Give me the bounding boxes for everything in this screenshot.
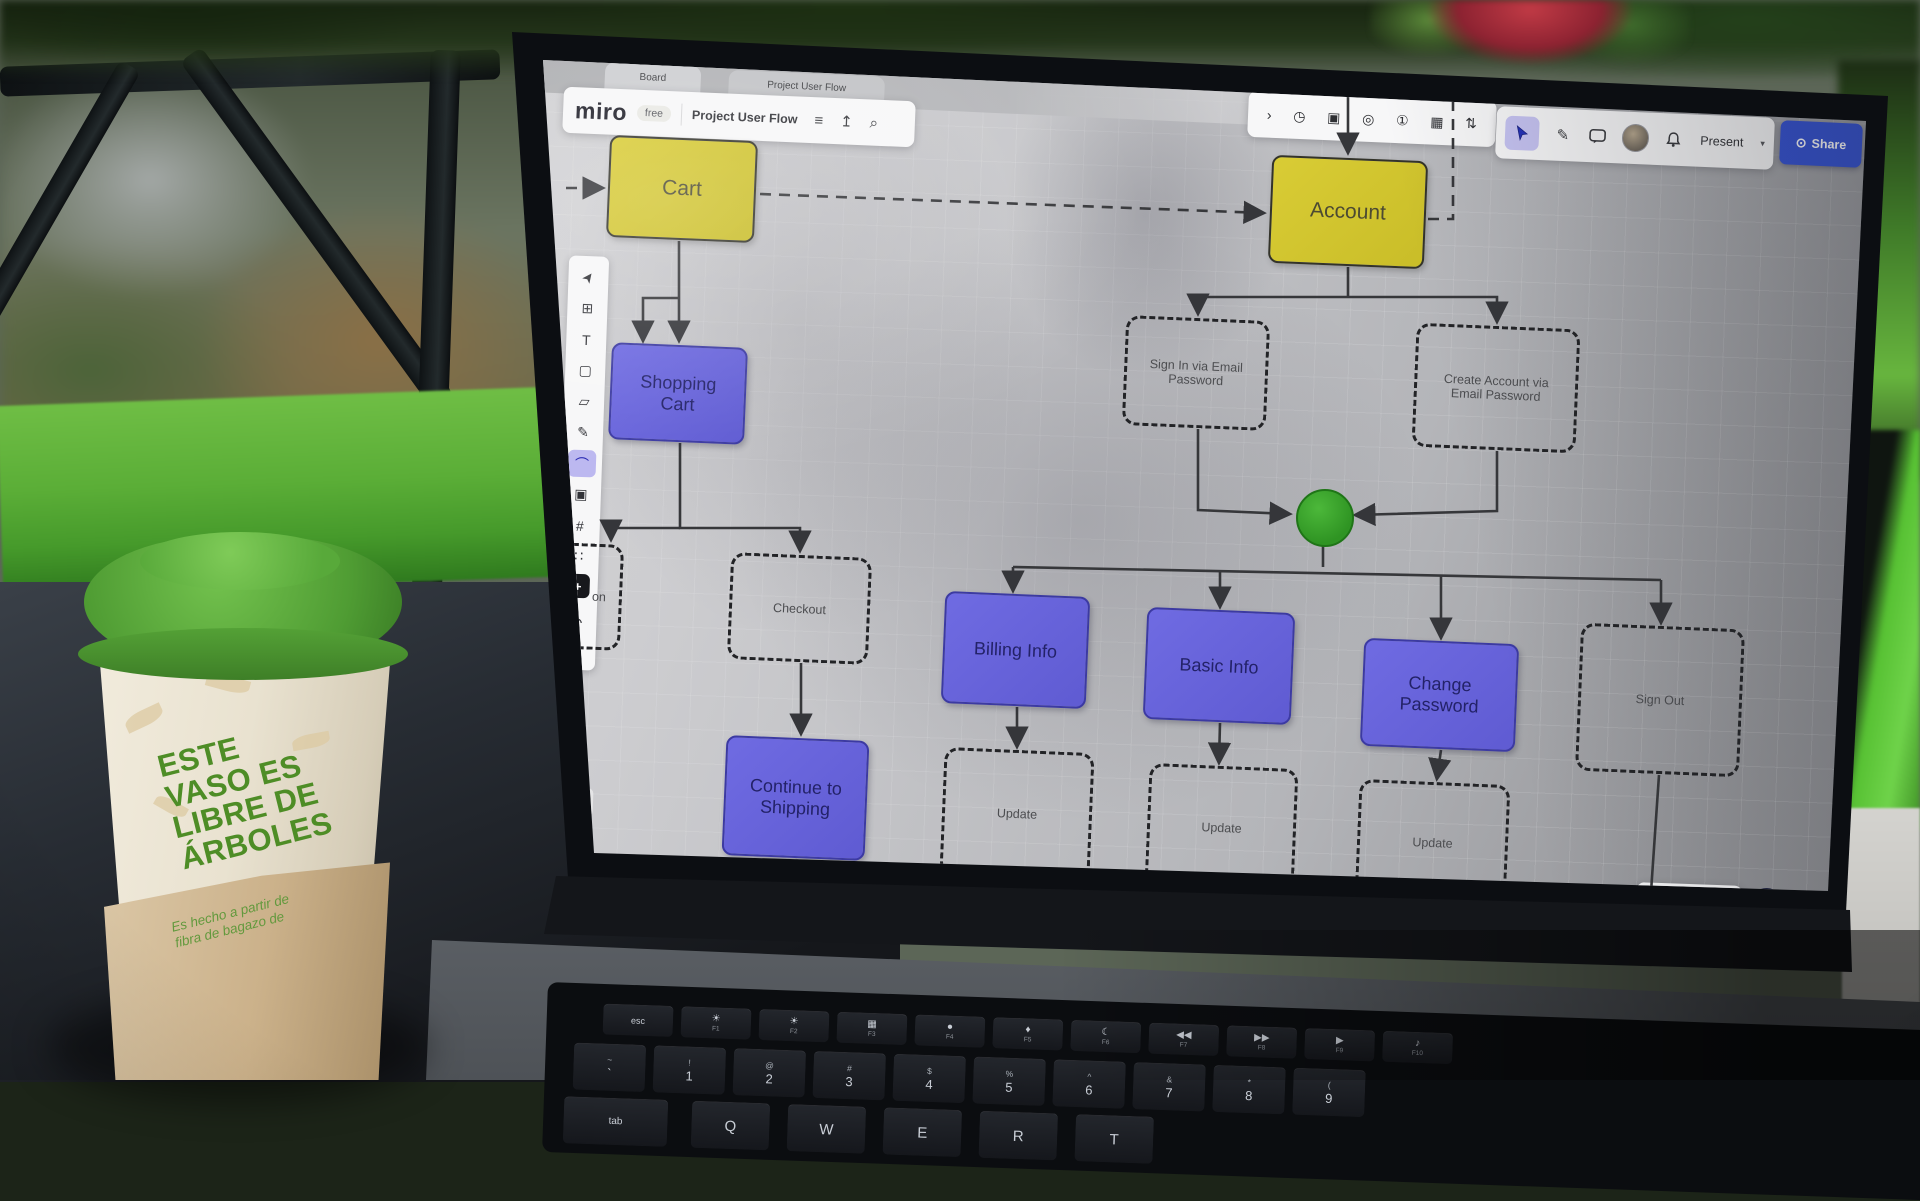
connector-basic-update: [1207, 722, 1232, 766]
key-3: #3: [812, 1050, 887, 1101]
cup-lid-rim: [78, 628, 408, 680]
key-5: %5: [972, 1056, 1046, 1106]
connector-account-create: [1348, 295, 1509, 325]
connector-account-signin: [1186, 293, 1348, 317]
node-label: Update: [1201, 820, 1242, 836]
key-F4: ●F4: [914, 1014, 986, 1048]
cup-lid-top: [140, 532, 340, 590]
node-label: Sign Out: [1635, 691, 1685, 709]
node-merge-point[interactable]: [1296, 489, 1354, 547]
node-update-billing[interactable]: Update: [939, 746, 1095, 882]
connector-cart-shoppingcart-b: [631, 296, 679, 344]
key-F10: ♪F10: [1382, 1030, 1454, 1065]
key-6: ^6: [1052, 1059, 1126, 1109]
key-7: &7: [1132, 1062, 1206, 1112]
key-4: $4: [892, 1053, 967, 1104]
node-sign-out[interactable]: Sign Out: [1574, 622, 1746, 778]
connector-cart-account: [759, 192, 1267, 224]
key-F1: ☀F1: [680, 1006, 752, 1040]
key-F9: ▶F9: [1304, 1028, 1376, 1062]
key-2: @2: [732, 1048, 807, 1098]
node-label: Basic Info: [1179, 653, 1259, 678]
key-F5: ♦F5: [992, 1017, 1064, 1051]
node-label: Cart: [661, 176, 703, 201]
key-Q: Q: [690, 1100, 771, 1151]
key-`: ~`: [572, 1042, 647, 1093]
node-cart[interactable]: Cart: [605, 134, 759, 244]
node-label: Checkout: [772, 600, 827, 617]
connector-account-loop: [1428, 96, 1455, 221]
node-label: Account: [1309, 198, 1387, 225]
connector-changepass-update: [1428, 749, 1452, 782]
node-label: Update: [996, 806, 1038, 822]
key-1: !1: [652, 1045, 727, 1095]
key-9: (9: [1292, 1067, 1366, 1118]
node-account[interactable]: Account: [1267, 154, 1429, 270]
key-F8: ▶▶F8: [1226, 1025, 1298, 1059]
node-basic-info[interactable]: Basic Info: [1142, 606, 1296, 726]
connector-signin-merge: [1196, 429, 1293, 525]
node-checkout[interactable]: Checkout: [726, 552, 873, 665]
key-W: W: [786, 1104, 867, 1154]
key-esc: esc: [602, 1003, 674, 1037]
bell-icon[interactable]: [1662, 128, 1685, 151]
right-controls-panel: ✎ Present ▾: [1495, 106, 1775, 170]
key-F2: ☀F2: [758, 1008, 830, 1043]
node-billing-info[interactable]: Billing Info: [940, 591, 1091, 709]
connector-create-merge: [1352, 451, 1499, 527]
comment-icon[interactable]: [1586, 125, 1609, 148]
key-F6: ☾F6: [1070, 1019, 1142, 1054]
node-label: Billing Info: [973, 637, 1058, 662]
flowchart-connectors: [566, 90, 1673, 891]
cursor-icon: [1516, 125, 1528, 142]
connector-shoppingcart-partial: [599, 519, 680, 543]
key-T: T: [1074, 1114, 1155, 1164]
connector-bus: [1012, 565, 1662, 582]
key-tab: tab: [562, 1096, 669, 1147]
cursor-tool-selected[interactable]: [1504, 115, 1540, 151]
key-E: E: [882, 1107, 963, 1158]
key-F7: ◀◀F7: [1148, 1022, 1220, 1057]
connector-shoppingcart-checkout: [678, 443, 812, 554]
connector-signout-exit: [1649, 774, 1661, 891]
key-8: *8: [1212, 1064, 1286, 1115]
key-F3: ▦F3: [836, 1011, 908, 1046]
node-label: Update: [1412, 835, 1453, 851]
key-R: R: [978, 1110, 1059, 1161]
